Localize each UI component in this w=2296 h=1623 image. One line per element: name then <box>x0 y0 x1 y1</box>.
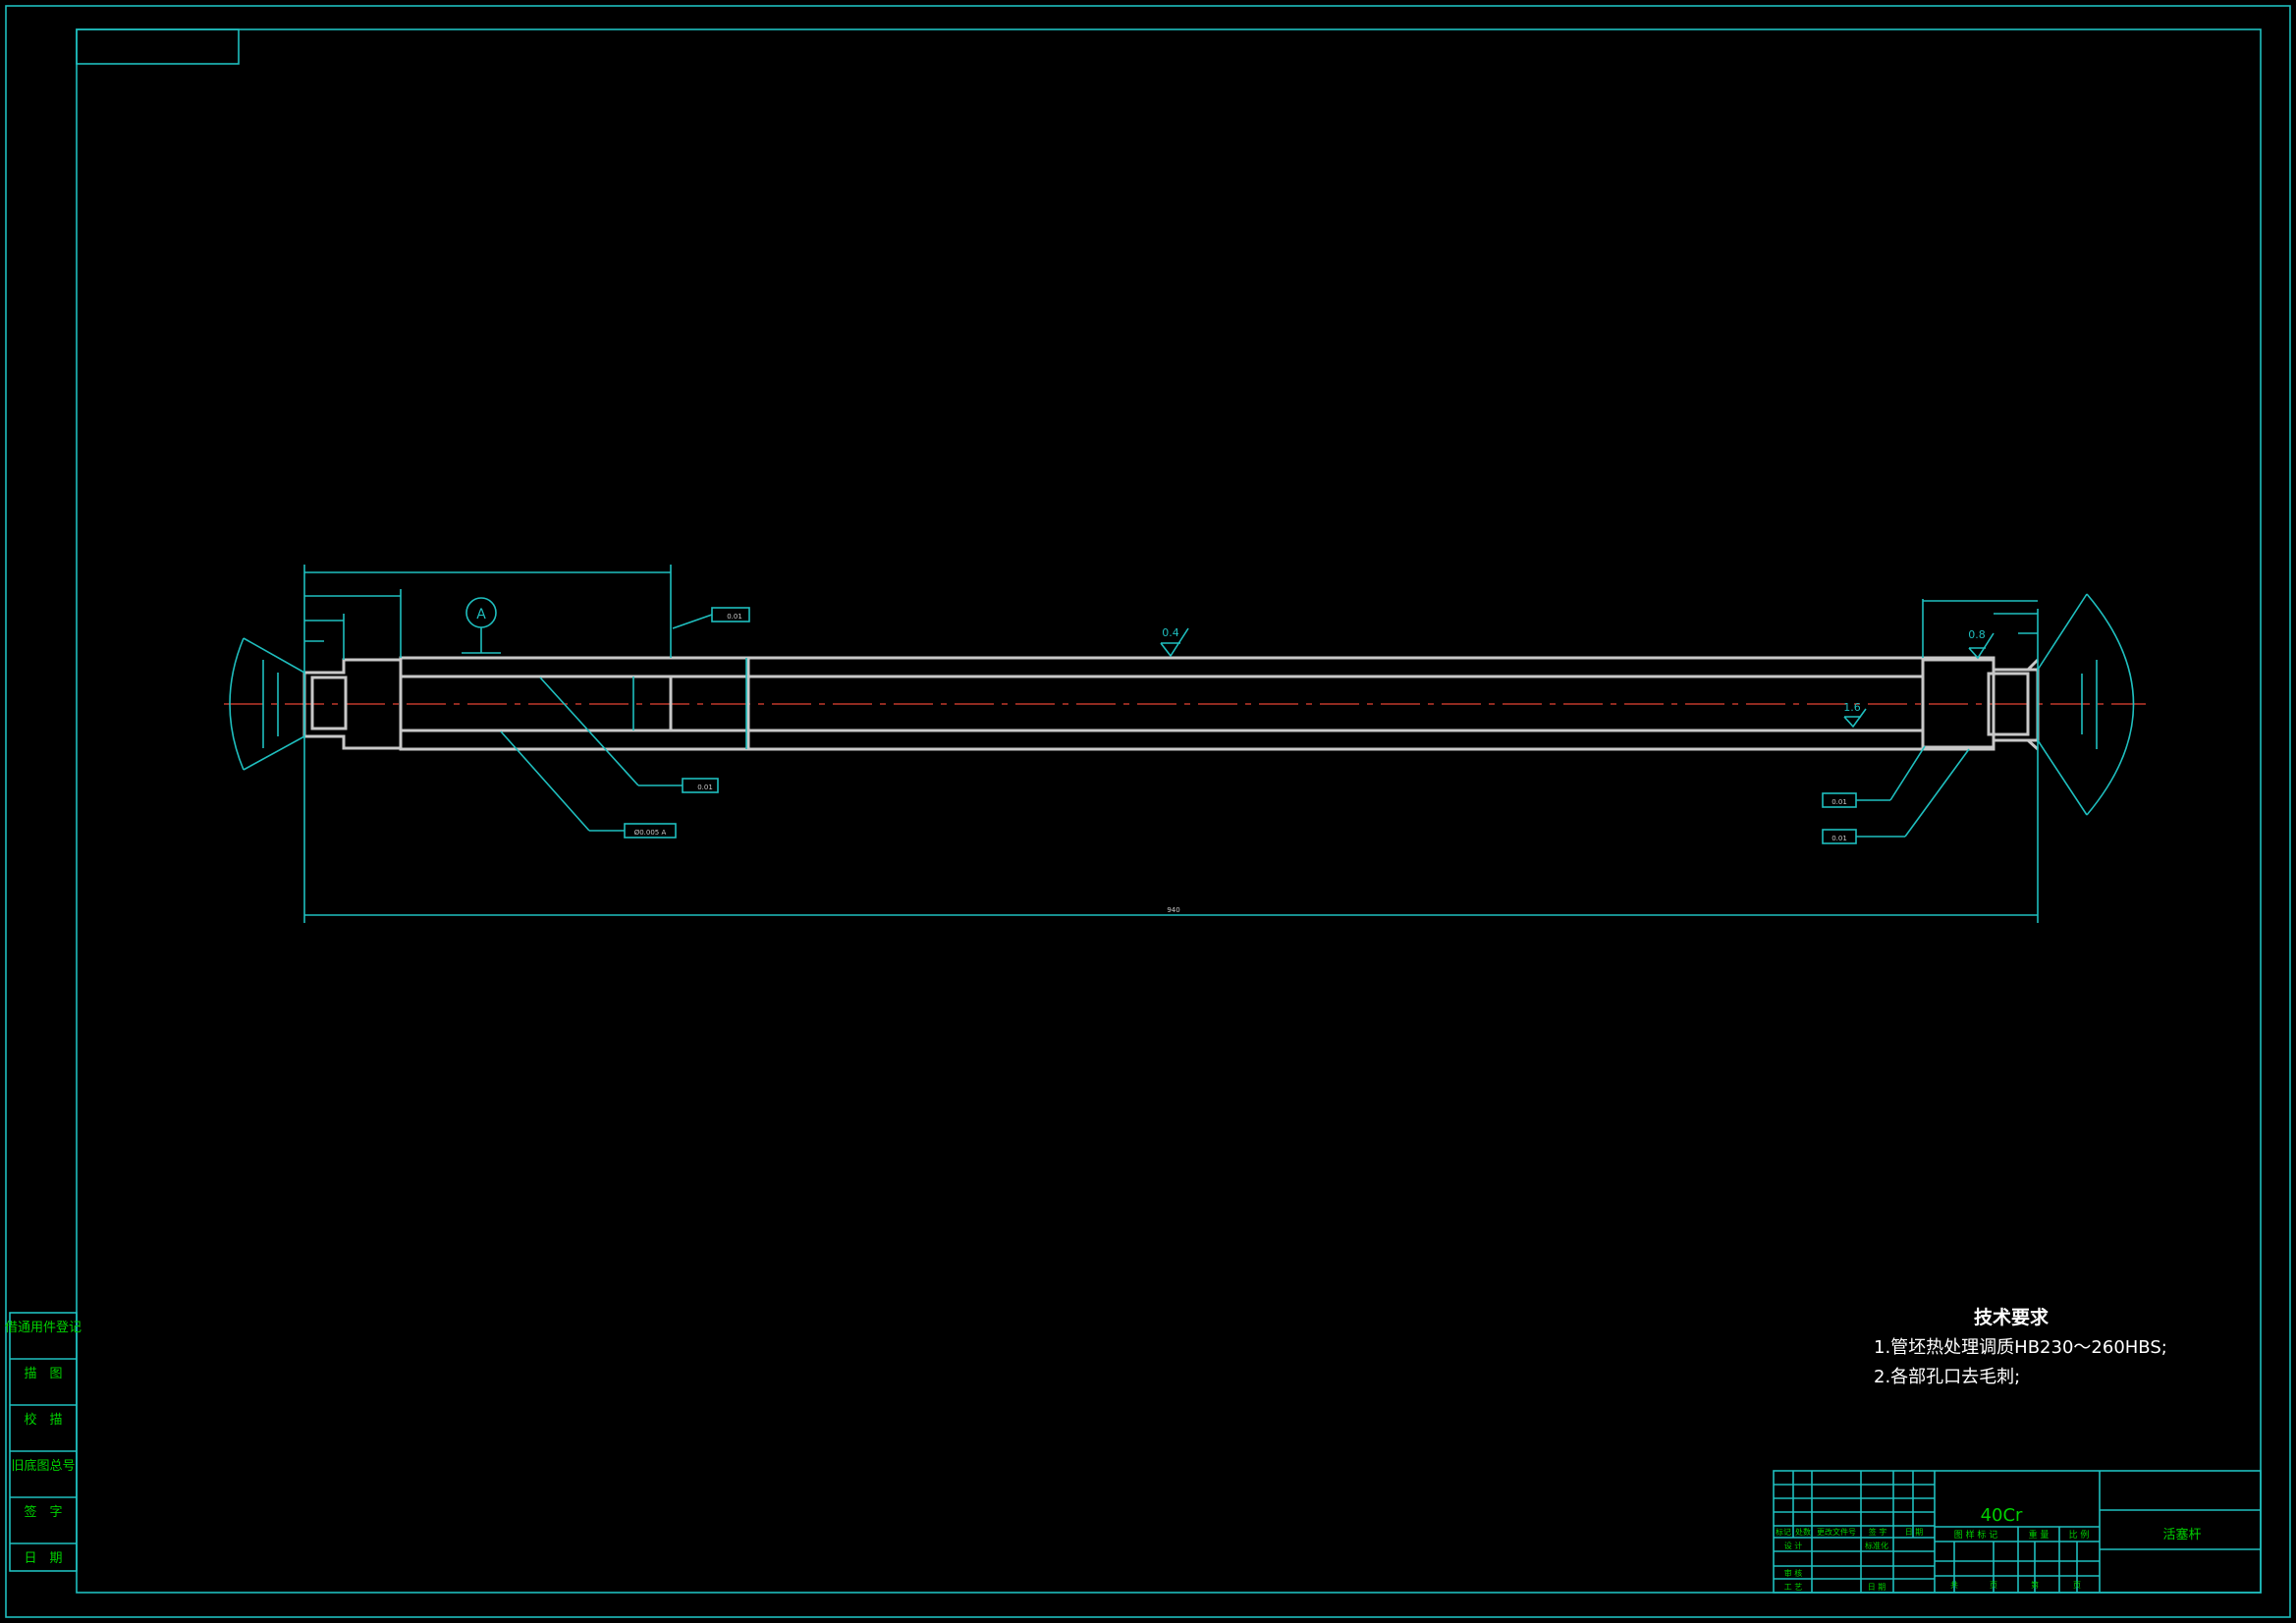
tolerance-value: 0.01 <box>697 784 713 791</box>
side-label: 借通用件登记 <box>5 1321 82 1335</box>
tolerance-frame <box>1822 792 1857 808</box>
upper-wall-hatch <box>399 656 1925 678</box>
roughness-symbols: 0.4 0.8 1.6 <box>1160 626 1995 729</box>
tolerance-frame <box>682 778 719 793</box>
roughness-value: 0.4 <box>1162 626 1179 639</box>
tb-header: 日 期 <box>1905 1528 1924 1537</box>
material: 40Cr <box>1981 1505 2023 1526</box>
tb-label: 设 计 <box>1784 1541 1803 1550</box>
tolerance-value: 0.01 <box>727 613 742 621</box>
side-registration-column: 借通用件登记 描 图 校 描 旧底图总号 签 字 日 期 <box>5 1312 82 1572</box>
lower-wall-hatch <box>399 729 1925 751</box>
left-bore <box>310 676 348 730</box>
tb-label: 共 <box>1950 1581 1958 1590</box>
tb-label: 图 样 标 记 <box>1954 1529 1998 1541</box>
tech-req-title: 技术要求 <box>1974 1306 2050 1328</box>
tb-label: 比 例 <box>2069 1529 2090 1541</box>
tolerance-value: 0.01 <box>1831 835 1847 842</box>
side-label: 日 期 <box>24 1551 62 1566</box>
right-bore <box>1987 672 2030 736</box>
tolerance-frame <box>1822 829 1857 844</box>
tb-header: 更改文件号 <box>1817 1527 1856 1537</box>
tb-label: 审 核 <box>1784 1568 1803 1578</box>
outer-border <box>5 5 2291 1618</box>
part-name: 活塞杆 <box>2162 1527 2201 1542</box>
tb-label: 第 <box>2031 1580 2039 1590</box>
tech-req-item: 1.管坯热处理调质HB230～260HBS; <box>1874 1337 2167 1358</box>
tb-label: 日 期 <box>1868 1583 1886 1592</box>
title-block: 标记 处数 更改文件号 签 字 日 期 设 计 标准化 审 核 工 艺 日 期 … <box>1773 1470 2262 1594</box>
right-end-hatch <box>1921 658 1995 749</box>
tolerance-value: 0.01 <box>1831 798 1847 806</box>
overall-length: 940 <box>1167 906 1179 914</box>
inner-border <box>76 28 2262 1594</box>
tolerance-callouts: 0.01 0.01 Ø0.005 A 0.01 0.01 <box>500 607 1970 844</box>
side-label: 校 描 <box>24 1412 62 1428</box>
corner-box <box>76 28 240 65</box>
technical-requirements: 技术要求 1.管坯热处理调质HB230～260HBS; 2.各部孔口去毛刺; <box>1874 1306 2167 1387</box>
tolerance-frame <box>711 607 750 622</box>
tb-label: 工 艺 <box>1784 1583 1803 1592</box>
roughness-value: 0.8 <box>1968 628 1986 641</box>
dimensions: 940 <box>229 565 2135 923</box>
tech-req-item: 2.各部孔口去毛刺; <box>1874 1367 2020 1387</box>
side-label: 旧底图总号 <box>11 1458 75 1474</box>
tb-label: 重 量 <box>2029 1529 2050 1541</box>
tb-label: 标准化 <box>1865 1541 1888 1550</box>
tolerance-frame <box>624 823 677 839</box>
side-label: 描 图 <box>24 1367 62 1381</box>
datum-letter: A <box>476 607 486 622</box>
piston-rod-section <box>224 656 2146 751</box>
tb-label: 页 <box>2073 1581 2081 1590</box>
datum-symbol: A <box>462 597 501 654</box>
tb-header: 签 字 <box>1869 1527 1887 1537</box>
tb-header: 标记 <box>1776 1527 1791 1537</box>
tb-label: 页 <box>1990 1581 1997 1590</box>
tolerance-value: Ø0.005 A <box>634 829 667 837</box>
tb-header: 处数 <box>1795 1527 1811 1537</box>
side-label: 签 字 <box>24 1504 62 1520</box>
roughness-value: 1.6 <box>1843 701 1861 714</box>
